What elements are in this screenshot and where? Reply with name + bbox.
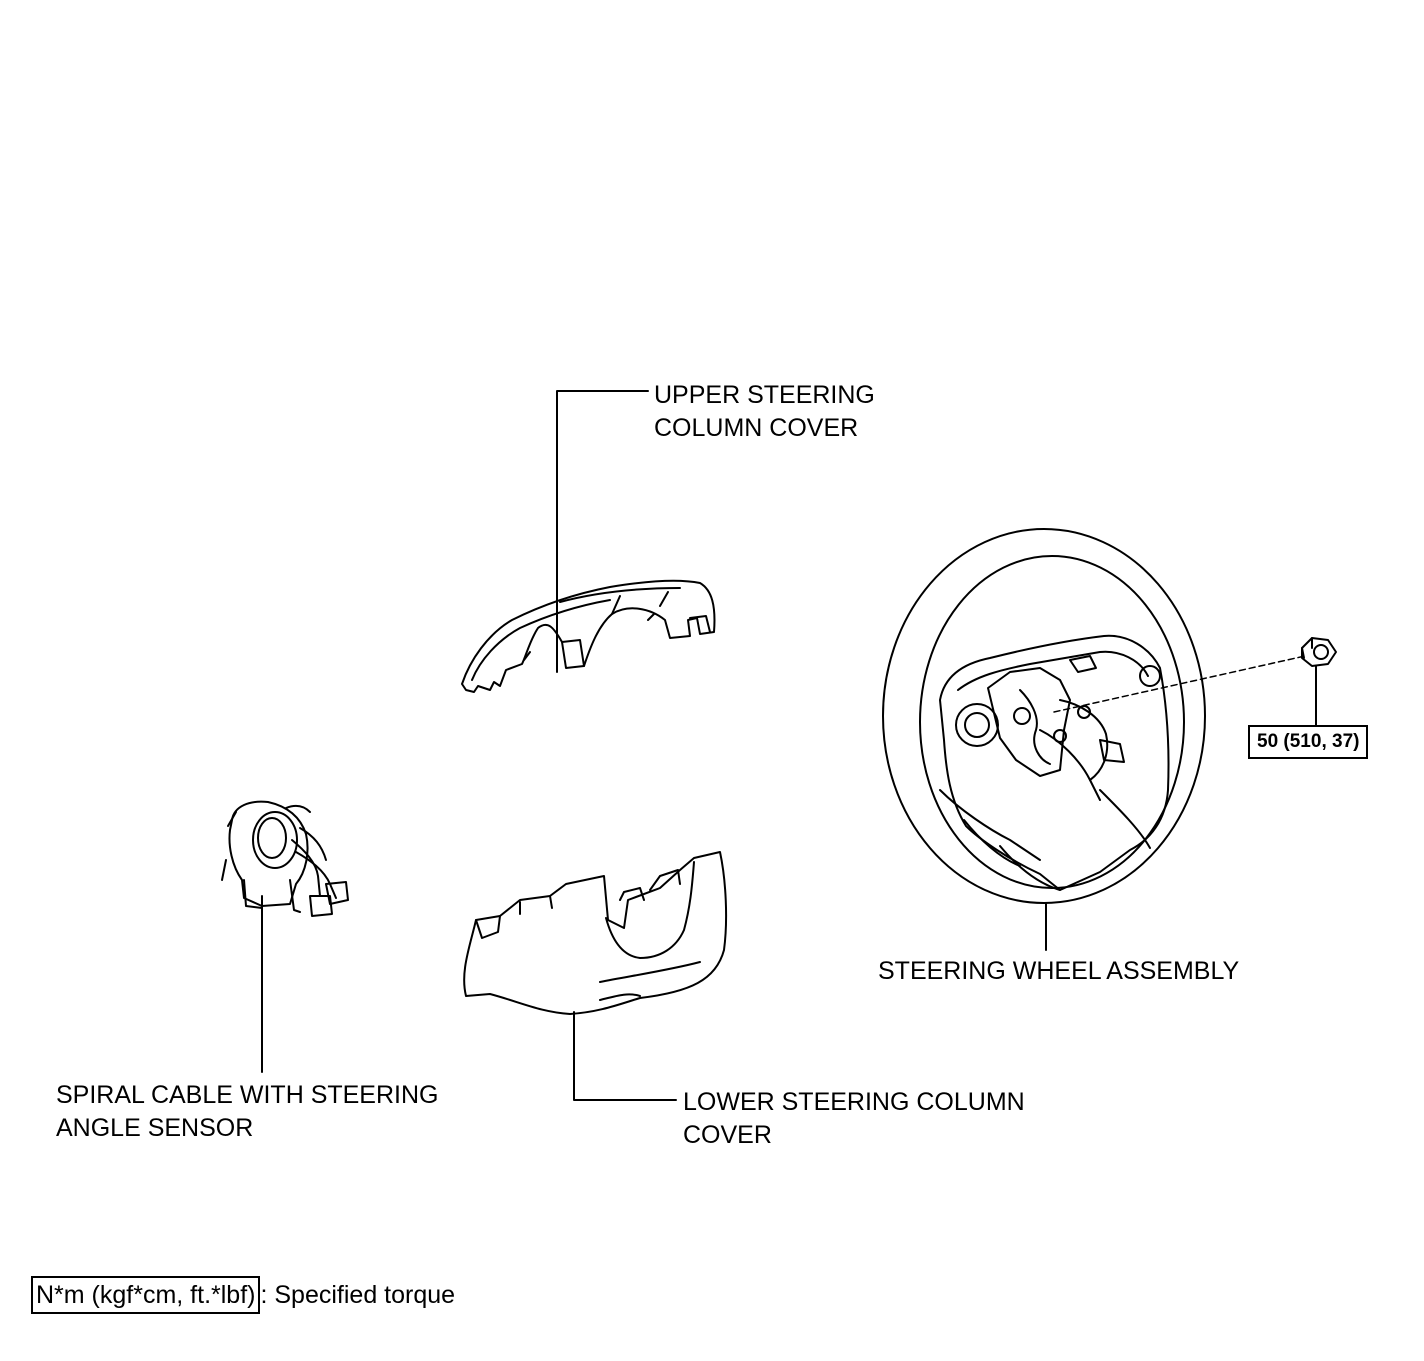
torque-spec-box: 50 (510, 37) [1248,725,1369,759]
lower-column-cover [463,851,728,1015]
lower-cover-label: LOWER STEERING COLUMN COVER [683,1088,1025,1149]
leader-upper-cover [556,390,649,673]
spiral-cable-label: SPIRAL CABLE WITH STEERING ANGLE SENSOR [56,1081,439,1142]
assembly-axis-line [1053,655,1306,713]
torque-legend: N*m (kgf*cm, ft.*lbf): Specified torque [31,1276,455,1314]
upper-cover-label: UPPER STEERING COLUMN COVER [654,381,875,442]
legend-description: : Specified torque [260,1281,456,1309]
upper-column-cover [461,579,716,693]
legend-unit-box: N*m (kgf*cm, ft.*lbf) [31,1276,261,1314]
steering-wheel [882,528,1206,904]
leader-lower-cover [573,1011,677,1101]
steering-wheel-label: STEERING WHEEL ASSEMBLY [878,957,1240,985]
spiral-cable [221,800,349,917]
nut [1301,637,1337,667]
